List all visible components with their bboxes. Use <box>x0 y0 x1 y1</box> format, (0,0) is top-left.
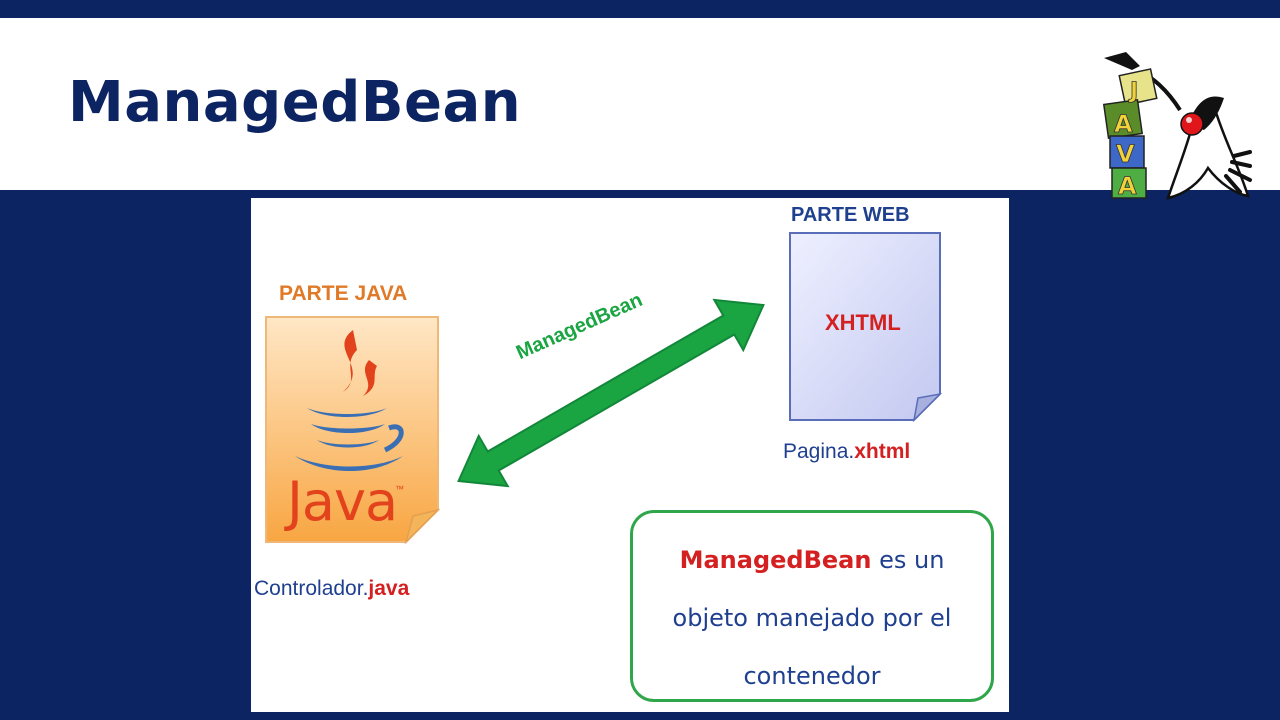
top-stripe <box>0 0 1280 18</box>
xhtml-doc-label: XHTML <box>825 310 901 335</box>
note-highlight: ManagedBean <box>679 546 872 574</box>
slide-title: ManagedBean <box>68 70 522 135</box>
managedbean-diagram: PARTE JAVA PARTE WEB Java ™ X <box>251 198 1009 712</box>
java-file-name: Controlador.java <box>254 577 410 600</box>
definition-note-text: ManagedBean es un objeto manejado por el… <box>633 531 991 705</box>
svg-text:V: V <box>1116 140 1135 168</box>
web-part-label: PARTE WEB <box>791 204 910 226</box>
java-duke-mascot-icon: J A V A <box>1102 52 1252 200</box>
svg-text:J: J <box>1128 79 1138 104</box>
java-part-label: PARTE JAVA <box>279 282 408 305</box>
java-logo-tm: ™ <box>395 484 404 494</box>
slide-header: ManagedBean J A V A <box>0 18 1280 200</box>
bidirectional-arrow-icon <box>457 298 765 488</box>
xhtml-document-icon <box>789 232 943 422</box>
note-line-3: contenedor <box>743 662 881 690</box>
svg-text:A: A <box>1114 110 1133 138</box>
note-line-2: objeto manejado por el <box>672 604 952 632</box>
definition-note-box: ManagedBean es un objeto manejado por el… <box>630 510 994 702</box>
java-logo-text: Java <box>287 470 398 533</box>
svg-text:A: A <box>1118 172 1137 200</box>
java-document-icon <box>265 316 441 544</box>
java-blocks <box>1102 68 1158 199</box>
web-file-name: Pagina.xhtml <box>783 440 911 463</box>
